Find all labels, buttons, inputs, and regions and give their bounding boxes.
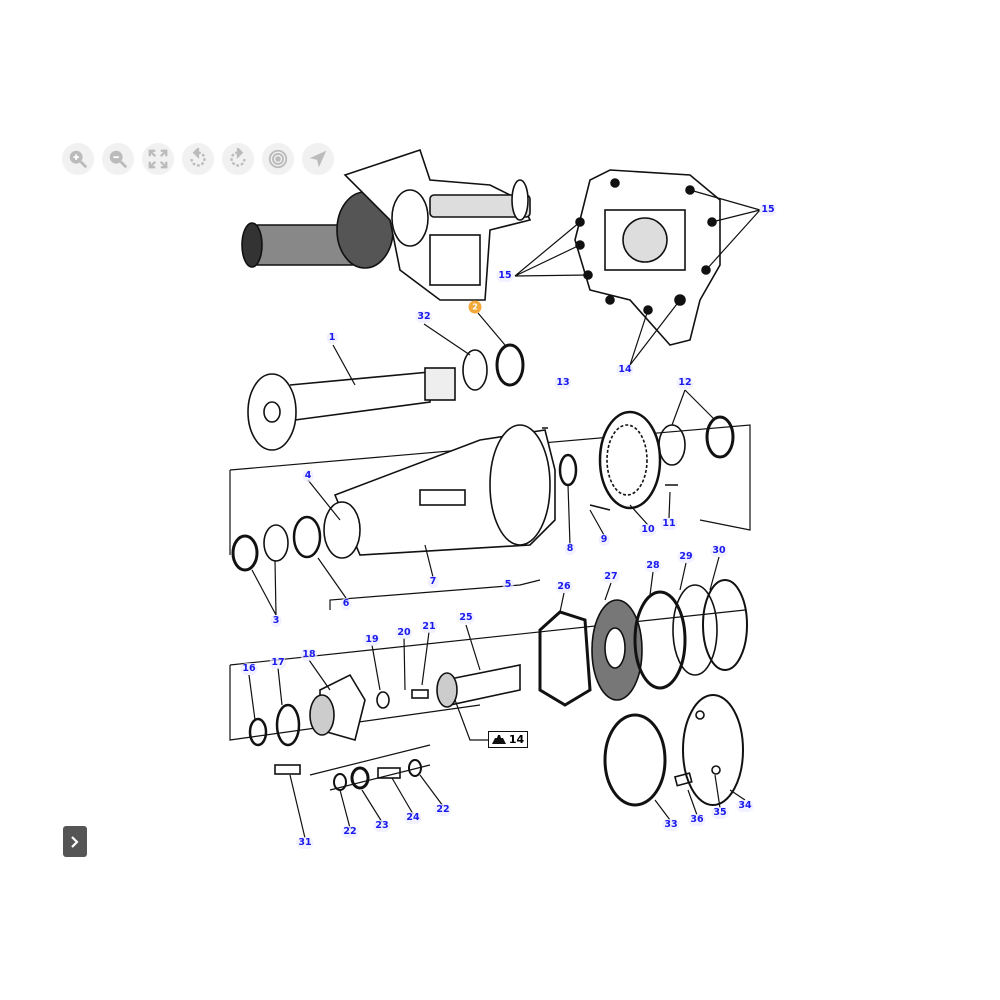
callout-label[interactable]: 4 xyxy=(302,470,314,482)
planetary-assembly xyxy=(248,624,521,839)
navigate-icon xyxy=(309,150,327,168)
rotate-right-button[interactable] xyxy=(222,143,254,175)
callout-label[interactable]: 5 xyxy=(502,579,514,591)
callout-label[interactable]: 12 xyxy=(676,377,694,389)
next-button[interactable] xyxy=(63,826,87,857)
callout-label[interactable]: 15 xyxy=(759,204,777,216)
callout-label[interactable]: 1 xyxy=(326,332,338,344)
callout-label[interactable]: 24 xyxy=(404,812,422,824)
callout-label[interactable]: 30 xyxy=(710,545,728,557)
callout-label[interactable]: 6 xyxy=(340,598,352,610)
callout-label[interactable]: 20 xyxy=(395,627,413,639)
zoom-out-button[interactable] xyxy=(102,143,134,175)
rotate-left-button[interactable] xyxy=(182,143,214,175)
zoom-in-button[interactable] xyxy=(62,143,94,175)
callout-label[interactable]: 27 xyxy=(602,571,620,583)
callout-label[interactable]: 13 xyxy=(554,377,572,389)
reference-label: 14 xyxy=(508,733,525,746)
callout-label[interactable]: 25 xyxy=(457,612,475,624)
fit-button[interactable] xyxy=(142,143,174,175)
axle-housing xyxy=(231,389,735,616)
callout-label[interactable]: 36 xyxy=(688,814,706,826)
callout-label[interactable]: 14 xyxy=(616,364,634,376)
callout-label[interactable]: 28 xyxy=(644,560,662,572)
rotate-right-icon xyxy=(230,148,246,167)
callout-label[interactable]: 19 xyxy=(363,634,381,646)
zoom-out-icon xyxy=(109,150,128,169)
callout-label[interactable]: 26 xyxy=(555,581,573,593)
callout-highlighted[interactable]: 2 xyxy=(468,300,482,314)
assembly-icon xyxy=(491,735,506,744)
chevron-right-icon xyxy=(71,835,79,848)
callout-label[interactable]: 23 xyxy=(373,820,391,832)
center-button[interactable] xyxy=(262,143,294,175)
callout-label[interactable]: 31 xyxy=(296,837,314,849)
rear-housing xyxy=(514,169,761,366)
callout-label[interactable]: 7 xyxy=(427,576,439,588)
callout-label[interactable]: 21 xyxy=(420,621,438,633)
overview-assembly xyxy=(241,148,532,301)
callout-label[interactable]: 18 xyxy=(300,649,318,661)
target-icon xyxy=(268,149,288,169)
axle-shaft xyxy=(247,312,525,451)
callout-label[interactable]: 29 xyxy=(677,551,695,563)
brake-assembly xyxy=(538,556,748,821)
callout-label[interactable]: 10 xyxy=(639,524,657,536)
viewer-toolbar xyxy=(62,143,334,175)
callout-label[interactable]: 9 xyxy=(598,534,610,546)
callout-label[interactable]: 11 xyxy=(660,518,678,530)
callout-label[interactable]: 22 xyxy=(341,826,359,838)
callout-label[interactable]: 15 xyxy=(496,270,514,282)
rotate-left-icon xyxy=(190,148,206,167)
callout-label[interactable]: 8 xyxy=(564,543,576,555)
callout-label[interactable]: 16 xyxy=(240,663,258,675)
callout-label[interactable]: 33 xyxy=(662,819,680,831)
callout-label[interactable]: 34 xyxy=(736,800,754,812)
callout-label[interactable]: 3 xyxy=(270,615,282,627)
expand-icon xyxy=(148,149,168,169)
pointer-button[interactable] xyxy=(302,143,334,175)
reference-box[interactable]: 14 xyxy=(488,731,528,748)
callout-label[interactable]: 32 xyxy=(415,311,433,323)
callout-label[interactable]: 17 xyxy=(269,657,287,669)
zoom-in-icon xyxy=(69,150,88,169)
callout-label[interactable]: 22 xyxy=(434,804,452,816)
callout-label[interactable]: 35 xyxy=(711,807,729,819)
